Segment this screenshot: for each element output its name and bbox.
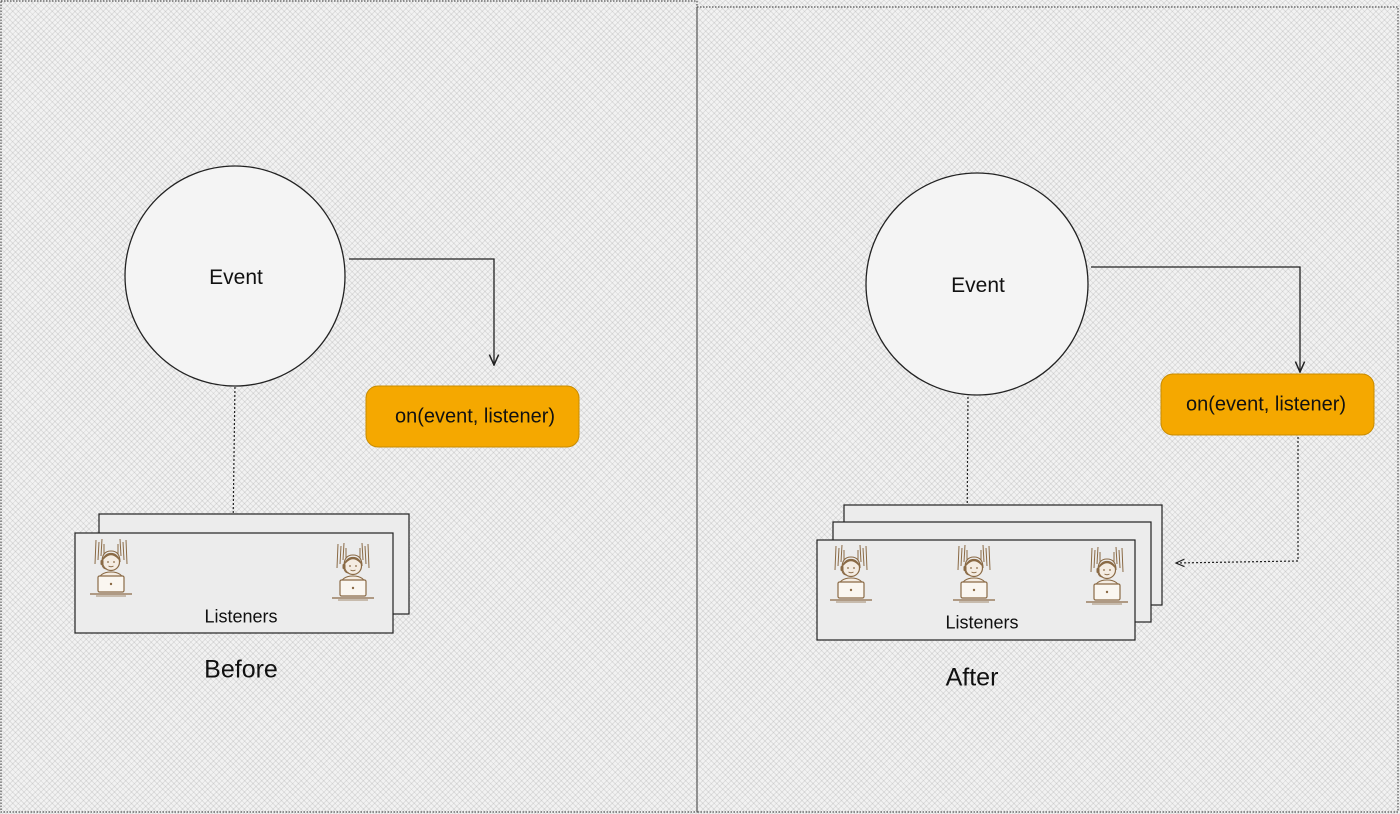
after-event-node [865, 172, 1089, 396]
before-listeners-label: Listeners [204, 606, 278, 627]
after-method-label: on(event, listener) [1185, 393, 1347, 416]
before-caption: Before [204, 655, 278, 684]
before-panel [0, 0, 698, 813]
before-diagram [74, 165, 580, 634]
after-method-to-listeners-connector [1176, 437, 1299, 563]
after-event-to-method-connector [1091, 266, 1300, 372]
before-event-node [124, 165, 346, 387]
after-method-node [1160, 373, 1375, 436]
before-method-node [365, 385, 580, 448]
after-event-label: Event [951, 274, 1005, 297]
before-event-label: Event [209, 266, 263, 289]
before-event-to-method-connector [349, 258, 494, 365]
after-diagram [816, 172, 1375, 641]
before-event-to-listeners-connector [233, 382, 235, 530]
before-method-label: on(event, listener) [394, 405, 556, 428]
after-caption: After [945, 663, 999, 692]
after-listeners-label: Listeners [945, 612, 1019, 633]
